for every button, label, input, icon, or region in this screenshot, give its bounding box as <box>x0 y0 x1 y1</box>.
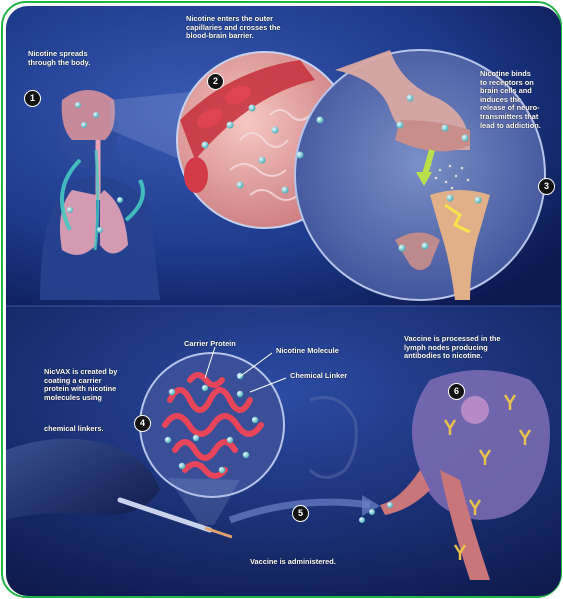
nicotine-molecule-callout: Nicotine Molecule <box>276 347 366 356</box>
carrier-protein-lens <box>140 353 284 497</box>
step-6-badge: 6 <box>448 383 465 400</box>
step-6-label: Vaccine is processed in the lymph nodes … <box>404 335 544 361</box>
step-3-label: Nicotine binds to receptors on brain cel… <box>480 70 558 130</box>
chemical-linker-callout: Chemical Linker <box>290 372 380 381</box>
step-3-badge: 3 <box>538 178 555 195</box>
carrier-protein-callout: Carrier Protein <box>184 340 264 349</box>
step-1-label: Nicotine spreads through the body. <box>28 50 138 67</box>
step-5-label: Vaccine is administered. <box>250 558 390 567</box>
step-5-badge: 5 <box>292 505 309 522</box>
step-1-badge: 1 <box>24 90 41 107</box>
step-4-badge: 4 <box>134 415 151 432</box>
brain-region <box>62 90 115 140</box>
step-4-label: NicVAX is created by coating a carrier p… <box>44 368 154 402</box>
step-2-badge: 2 <box>207 73 224 90</box>
step-2-label: Nicotine enters the outer capillaries an… <box>186 15 356 41</box>
